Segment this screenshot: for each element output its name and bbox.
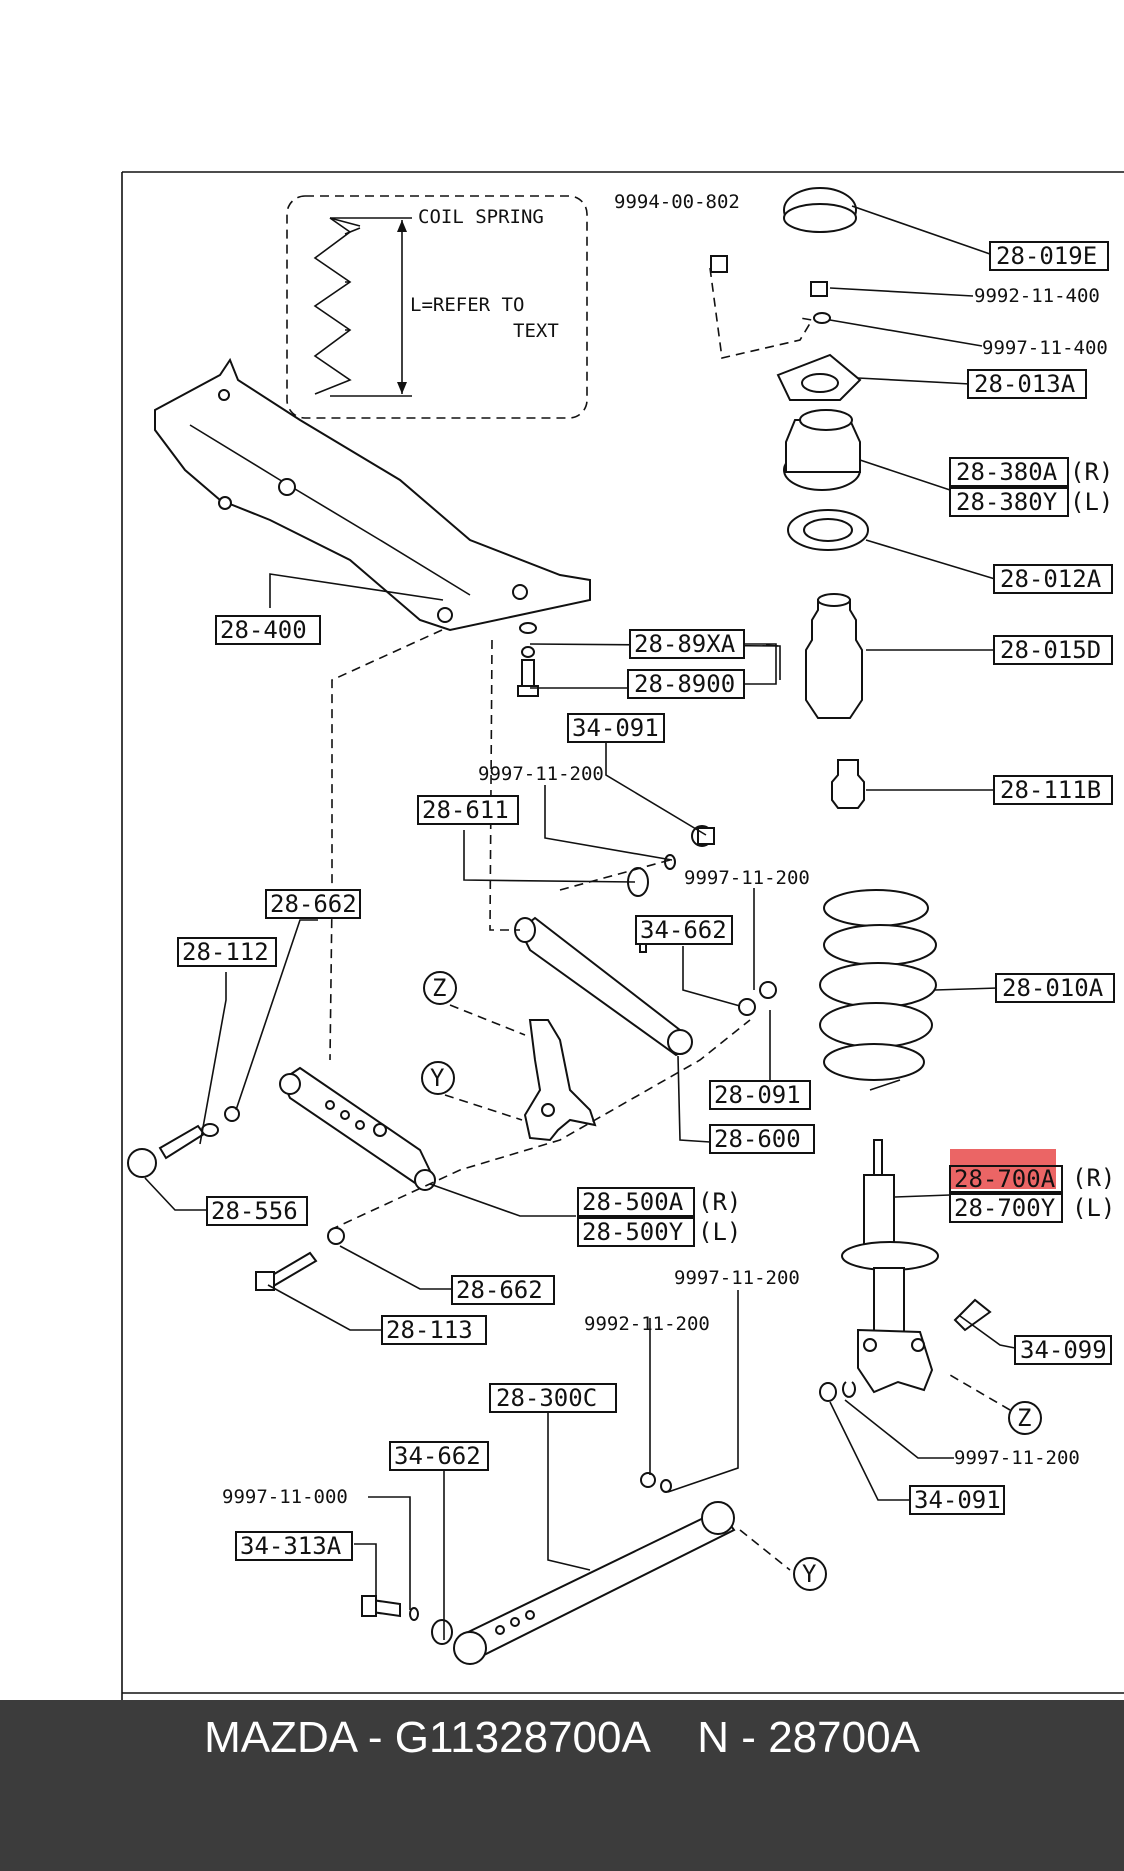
fastener-9997-11-000: 9997-11-000: [222, 1486, 348, 1508]
fastener-9992-11-200: 9992-11-200: [584, 1313, 710, 1335]
side-mark-700-left: (L): [1072, 1194, 1115, 1222]
view-z-circle-upper: [423, 971, 457, 1005]
part-28-112: 28-112: [182, 938, 269, 966]
part-28-091: 28-091: [714, 1081, 801, 1109]
lower-arm-drawing: [361, 1472, 736, 1665]
fastener-9994-00-802: 9994-00-802: [614, 191, 740, 213]
part-28-662-upper: 28-662: [270, 890, 357, 918]
part-28-611: 28-611: [422, 796, 509, 824]
coil-spring-inset: COIL SPRING L=REFER TO TEXT: [286, 195, 588, 419]
part-28-700A: 28-700A: [954, 1165, 1056, 1193]
part-28-380Y: 28-380Y: [956, 488, 1058, 516]
view-z-mark-upper: Z: [432, 974, 446, 1002]
view-z-mark-lower: Z: [1017, 1404, 1031, 1432]
length-note-text-2: TEXT: [513, 320, 559, 342]
part-28-010A: 28-010A: [1002, 974, 1104, 1002]
fastener-9997-11-400: 9997-11-400: [982, 337, 1108, 359]
view-y-mark-upper: Y: [430, 1064, 445, 1092]
strut-mount-stack: [776, 187, 869, 809]
leader-lines: [144, 205, 1016, 1640]
length-note-text: L=REFER TO: [410, 294, 524, 316]
fastener-labels: 9994-00-802 9992-11-400 9997-11-400 9997…: [222, 191, 1108, 1508]
part-28-89XA: 28-89XA: [634, 630, 736, 658]
part-34-662-lower: 34-662: [394, 1442, 481, 1470]
bolt-hardware-drawing: [517, 255, 728, 845]
part-28-400: 28-400: [220, 616, 307, 644]
part-34-662-mid: 34-662: [640, 916, 727, 944]
highlight-28-700A: [950, 1149, 1056, 1189]
part-28-300C: 28-300C: [496, 1384, 597, 1412]
part-34-099: 34-099: [1020, 1336, 1107, 1364]
side-mark-380-left: (L): [1070, 488, 1113, 516]
part-34-313A: 34-313A: [240, 1532, 342, 1560]
part-number-callouts: 28-019E 28-013A 28-380A 28-380Y (R) (L) …: [177, 241, 1115, 1561]
caption-bar: [0, 1700, 1124, 1871]
part-34-091-upper: 34-091: [572, 714, 659, 742]
strut-assembly-drawing: [819, 1139, 992, 1402]
coil-spring-drawing: [819, 889, 937, 1091]
part-28-8900: 28-8900: [634, 670, 735, 698]
fastener-9997-11-200-a: 9997-11-200: [478, 763, 604, 785]
view-callouts: Z Y Z Y: [421, 971, 1042, 1591]
fastener-9992-11-400: 9992-11-400: [974, 285, 1100, 307]
view-y-circle-upper: [421, 1061, 455, 1095]
part-28-600: 28-600: [714, 1125, 801, 1153]
view-y-mark-lower: Y: [802, 1560, 817, 1588]
part-28-500A: 28-500A: [582, 1188, 684, 1216]
exploded-view-drawing: COIL SPRING L=REFER TO TEXT: [121, 171, 1124, 1700]
fastener-9997-11-200-b: 9997-11-200: [684, 867, 810, 889]
part-number-caption: MAZDA - G11328700A N - 28700A: [204, 1713, 920, 1762]
side-mark-500-right: (R): [698, 1188, 741, 1216]
part-28-015D: 28-015D: [1000, 636, 1101, 664]
part-28-700Y: 28-700Y: [954, 1194, 1056, 1222]
view-z-circle-lower: [1008, 1401, 1042, 1435]
part-28-113: 28-113: [386, 1316, 473, 1344]
part-28-662-lower: 28-662: [456, 1276, 543, 1304]
dashed-guides: [329, 267, 1011, 1571]
knuckle-bracket-drawing: [523, 1019, 597, 1142]
crossmember-drawing: [154, 357, 591, 632]
side-mark-380-right: (R): [1070, 458, 1113, 486]
coil-spring-text: COIL SPRING: [418, 206, 544, 228]
part-28-380A: 28-380A: [956, 458, 1058, 486]
part-28-500Y: 28-500Y: [582, 1218, 684, 1246]
side-mark-500-left: (L): [698, 1218, 741, 1246]
part-28-556: 28-556: [211, 1197, 298, 1225]
part-28-111B: 28-111B: [1000, 776, 1101, 804]
part-28-012A: 28-012A: [1000, 565, 1102, 593]
view-y-circle-lower: [793, 1557, 827, 1591]
side-mark-700-right: (R): [1072, 1164, 1115, 1192]
part-28-013A: 28-013A: [974, 370, 1076, 398]
parts-diagram: COIL SPRING L=REFER TO TEXT: [121, 171, 1124, 1700]
part-34-091-lower: 34-091: [914, 1486, 1001, 1514]
fastener-9997-11-200-c: 9997-11-200: [674, 1267, 800, 1289]
part-28-019E: 28-019E: [996, 242, 1097, 270]
fastener-9997-11-200-d: 9997-11-200: [954, 1447, 1080, 1469]
